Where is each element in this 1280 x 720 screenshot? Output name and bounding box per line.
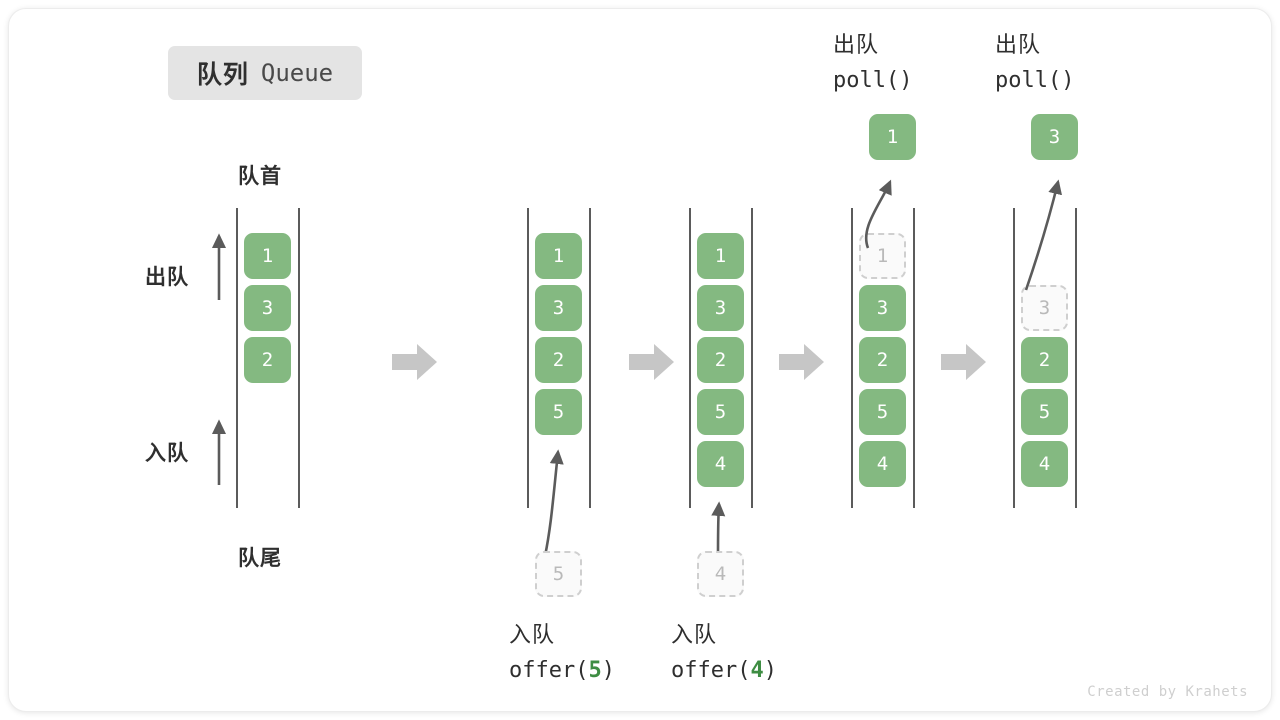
queue-rail-left — [236, 208, 238, 508]
queue-rail-right — [298, 208, 300, 508]
queue-element-value: 4 — [859, 441, 906, 487]
queue-element-value: 5 — [1021, 389, 1068, 435]
operation-label-after-poll-1: 出队 poll() — [833, 28, 912, 98]
title-chinese: 队列 — [196, 60, 249, 89]
operation-argument: 5 — [588, 658, 602, 683]
queue-rail-right — [913, 208, 915, 508]
operation-label-chinese: 出队 — [833, 33, 880, 58]
queue-element-value: 3 — [244, 285, 291, 331]
queue-element-value: 5 — [697, 389, 744, 435]
title-english: Queue — [260, 59, 334, 87]
queue-tail-label: 队尾 — [238, 546, 282, 570]
queue-element-value: 2 — [697, 337, 744, 383]
operation-label-after-poll-3: 出队 poll() — [995, 28, 1074, 98]
operation-label-chinese: 入队 — [671, 623, 718, 648]
queue-element-value: 5 — [535, 389, 582, 435]
pending-enqueue-element: 4 — [697, 551, 744, 597]
queue-element-value: 5 — [859, 389, 906, 435]
queue-element-value: 4 — [1021, 441, 1068, 487]
dequeue-direction-label: 出队 — [145, 265, 189, 289]
operation-argument: 4 — [750, 658, 764, 683]
operation-label-after-offer-4: 入队 offer(4) — [671, 618, 777, 688]
popped-element: 3 — [1031, 114, 1078, 160]
queue-element-value: 2 — [535, 337, 582, 383]
pending-enqueue-element: 5 — [535, 551, 582, 597]
queue-rail-left — [527, 208, 529, 508]
queue-element-value: 3 — [859, 285, 906, 331]
queue-rail-left — [1013, 208, 1015, 508]
flow-arrow-2 — [629, 342, 675, 382]
queue-element-removed: 3 — [1021, 285, 1068, 331]
flow-arrow-3 — [779, 342, 825, 382]
diagram-title-badge: 队列 Queue — [168, 46, 362, 100]
queue-element-value: 4 — [697, 441, 744, 487]
operation-label-after-offer-5: 入队 offer(5) — [509, 618, 615, 688]
queue-element-value: 1 — [697, 233, 744, 279]
operation-label-code: poll() — [995, 68, 1075, 93]
operation-label-chinese: 出队 — [995, 33, 1042, 58]
queue-element-value: 2 — [244, 337, 291, 383]
queue-head-label: 队首 — [238, 164, 282, 188]
queue-element-value: 3 — [697, 285, 744, 331]
credit-text: Created by Krahets — [1087, 684, 1248, 700]
queue-rail-right — [751, 208, 753, 508]
operation-label-code: offer(5) — [509, 658, 615, 683]
popped-element: 1 — [869, 114, 916, 160]
queue-rail-right — [589, 208, 591, 508]
queue-rail-left — [851, 208, 853, 508]
queue-element-value: 2 — [859, 337, 906, 383]
queue-rail-right — [1075, 208, 1077, 508]
queue-rail-left — [689, 208, 691, 508]
operation-label-chinese: 入队 — [509, 623, 556, 648]
queue-element-value: 2 — [1021, 337, 1068, 383]
operation-label-code: offer(4) — [671, 658, 777, 683]
queue-element-value: 1 — [535, 233, 582, 279]
flow-arrow-4 — [941, 342, 987, 382]
queue-element-value: 3 — [535, 285, 582, 331]
queue-element-value: 1 — [244, 233, 291, 279]
operation-label-code: poll() — [833, 68, 913, 93]
enqueue-direction-label: 入队 — [145, 441, 189, 465]
flow-arrow-1 — [392, 342, 438, 382]
queue-element-removed: 1 — [859, 233, 906, 279]
